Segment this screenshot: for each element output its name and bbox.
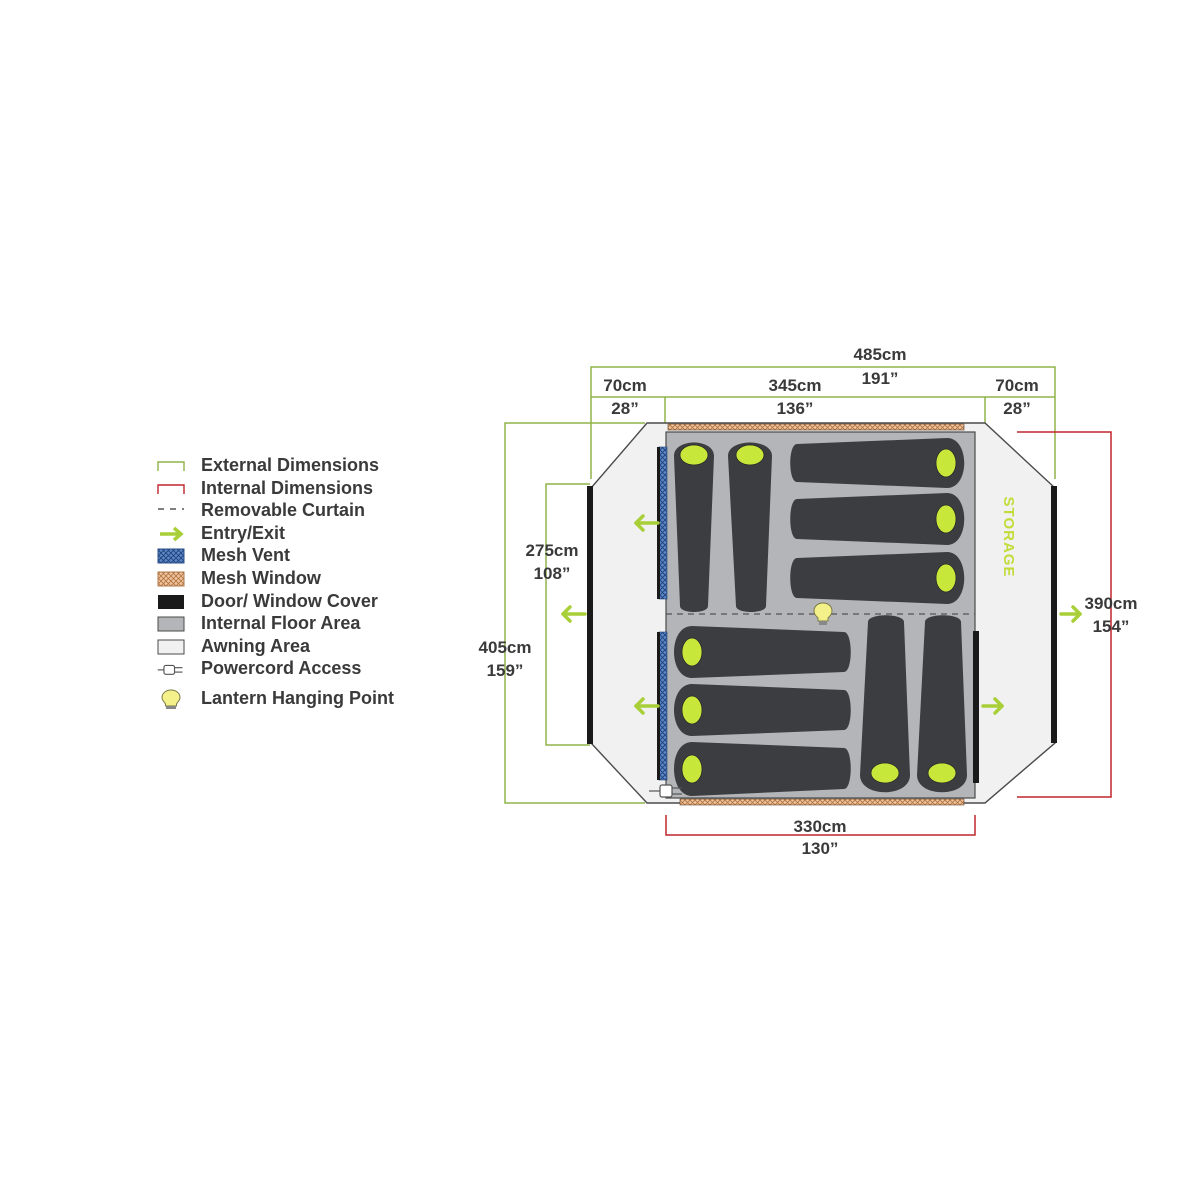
sleeping-bags [674,438,967,796]
sleeping-bag-head [870,762,900,784]
internal-depth-cm: 390cm [1085,594,1138,613]
legend-item-external-dimensions: External Dimensions [156,455,436,478]
mesh-vent-left-top [658,446,668,600]
legend-item-mesh-window: Mesh Window [156,568,436,591]
overall-width-cm: 485cm [854,345,907,364]
orange-mesh-swatch-icon [157,571,185,587]
external-depth-bracket [504,422,645,804]
dashed-line-icon [158,508,184,510]
internal-depth-bracket [1017,431,1112,798]
sleeping-bag-head [681,637,703,667]
powercord-access-icon [649,784,682,798]
left-door-height-bracket [545,483,590,746]
external-depth-in: 159” [487,661,524,680]
internal-width-cm: 330cm [794,817,847,836]
lantern-bulb-icon [161,689,181,709]
sleeping-bag [860,615,910,793]
blue-mesh-swatch-icon [157,548,185,564]
black-swatch-icon [158,594,184,609]
sleeping-bag-head [681,695,703,725]
sleeping-bag [674,684,851,736]
awning-right-width-in: 28” [1003,399,1030,418]
sleeping-bag [674,742,851,796]
internal-width-bracket [665,815,976,836]
legend-label: Internal Dimensions [201,477,374,498]
sleeping-bag-head [935,504,957,534]
legend-label: Lantern Hanging Point [201,687,394,708]
external-depth-cm: 405cm [479,638,532,657]
entry-exit-arrow-icon [981,697,1004,715]
legend-label: Removable Curtain [201,500,366,521]
sleeping-bag-head [681,754,703,784]
sleeping-bag [790,552,965,604]
legend-item-internal-floor-area: Internal Floor Area [156,613,436,636]
internal-depth-in: 154” [1093,617,1130,636]
sleeping-bag [790,438,965,488]
legend-item-mesh-vent: Mesh Vent [156,545,436,568]
entry-exit-arrow-icon [1059,605,1082,623]
external-dimension-lines [504,366,1056,804]
sleeping-bag-head [679,444,709,466]
legend-item-door-window-cover: Door/ Window Cover [156,591,436,614]
awning-right-width-cm: 70cm [995,376,1038,395]
sleeping-bag-head [935,563,957,593]
legend-item-internal-dimensions: Internal Dimensions [156,478,436,501]
legend-label: Powercord Access [201,658,362,679]
legend-label: Mesh Window [201,567,321,588]
internal-dimensions-bracket-icon [157,483,185,494]
lantern-hanging-point-icon [813,602,833,625]
sleeping-bag-head [735,444,765,466]
awning-left-width-in: 28” [611,399,638,418]
mesh-vent-left-bottom [658,631,668,781]
legend-label: Door/ Window Cover [201,590,378,611]
door-cover-right-outer [1051,486,1057,743]
legend-item-removable-curtain: Removable Curtain [156,500,436,523]
internal-width-in: 130” [802,839,839,858]
left-door-height-in: 108” [534,564,571,583]
legend-label: Internal Floor Area [201,613,361,634]
sleeping-bag-head [927,762,957,784]
entry-exit-arrow-icon [634,697,660,715]
inner-width-cm: 345cm [769,376,822,395]
internal-dimension-lines [665,431,1112,836]
legend-item-entry-exit: Entry/Exit [156,523,436,546]
overall-width-in: 191” [862,369,899,388]
entry-exit-arrow-icon [634,514,660,532]
door-cover-inner-right [973,631,979,783]
external-dimensions-bracket-icon [157,461,185,471]
dimension-labels: 485cm 191” 70cm 28” 345cm 136” 70cm 28” … [479,345,1138,858]
entry-exit-arrows [561,514,1082,715]
sleeping-bag [917,615,967,793]
left-door-height-cm: 275cm [526,541,579,560]
entry-exit-arrow-icon [561,605,587,623]
legend: External Dimensions Internal Dimensions … [156,455,436,711]
legend-item-lantern-hanging-point: Lantern Hanging Point [156,688,436,711]
mesh-window-bottom [679,798,965,806]
legend-item-powercord-access: Powercord Access [156,658,436,681]
green-arrow-icon [160,526,184,542]
grey-swatch-icon [157,616,185,632]
legend-item-awning-area: Awning Area [156,636,436,659]
sleeping-bag [674,442,714,612]
sleeping-bag [790,493,965,545]
inner-width-in: 136” [777,399,814,418]
sleeping-bag-head [935,448,957,478]
legend-label: Awning Area [201,635,311,656]
inner-width-bracket [665,396,986,425]
storage-label: STORAGE [1000,497,1017,578]
sleeping-bag [728,442,772,612]
legend-label: Entry/Exit [201,522,286,543]
awning-left-width-cm: 70cm [603,376,646,395]
door-cover-left-outer [587,486,593,744]
power-plug-icon [157,665,183,676]
legend-label: External Dimensions [201,455,380,475]
light-swatch-icon [157,639,185,655]
sleeping-bag [674,626,851,678]
legend-label: Mesh Vent [201,545,291,566]
mesh-window-top [667,423,965,431]
